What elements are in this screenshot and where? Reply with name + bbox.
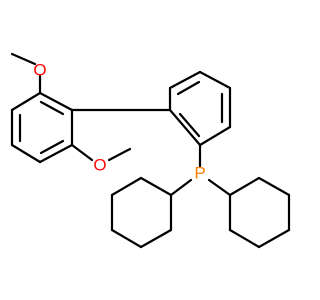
cy-left-bond-3 [110,228,143,249]
cy-left-bond-5 [110,176,143,197]
cy-left-bond-2 [139,228,173,249]
ring-a-double-3 [39,139,65,155]
ring-b-bond-5 [198,125,232,147]
methoxy-bottom-bond-ch3 [107,147,132,162]
ring-b-bond-3 [198,70,232,90]
ring-b-bond-6 [168,108,202,147]
cy-right-bond-3 [257,228,291,249]
molecule-diagram: O O P [10,52,291,249]
atom-labels: O O P [33,61,205,183]
oxygen-bottom-label: O [93,156,106,175]
ring-b-bond-2 [168,70,202,90]
cy-right-bond-2 [228,228,261,249]
bonds-group [10,52,291,249]
ring-a-bond-5 [38,143,74,164]
methoxy-top-bond-ch3 [10,52,37,66]
oxygen-top-label: O [33,61,46,80]
ring-a-bond-1 [38,91,74,112]
cy-right-bond-6 [228,176,261,197]
structure-canvas: O O P [10,52,291,249]
ring-a-bond-4 [10,143,42,164]
phosphorus-label: P [194,164,205,183]
cy-right-bond-5 [257,176,291,197]
methoxy-bottom-bond-o [70,143,94,162]
ring-b-double-1 [176,80,201,96]
ring-b-double-3 [178,112,201,138]
ring-a-double-1 [39,100,65,116]
p-cyclohexyl-right-bond [207,178,232,197]
ring-a-bond-2 [10,91,42,112]
cy-left-bond-6 [139,176,173,197]
p-cyclohexyl-left-bond [169,178,193,197]
